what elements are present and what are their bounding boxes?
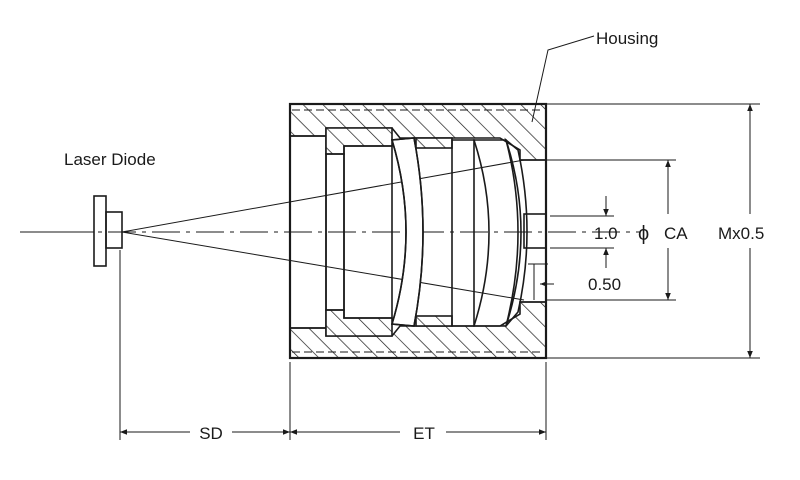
dimension-0-50 (533, 264, 554, 287)
dim-0-50-label: 0.50 (588, 275, 621, 294)
dim-sd-label: SD (199, 424, 223, 443)
laser-diode-label: Laser Diode (64, 150, 156, 169)
extension-lines (119, 103, 760, 440)
dim-1-0-label: 1.0 (594, 224, 618, 243)
housing-body (288, 102, 548, 360)
laser-beam-cone (121, 159, 525, 301)
dim-et-label: ET (413, 424, 435, 443)
dim-ca-label: CA (664, 224, 688, 243)
laser-diode (20, 195, 123, 267)
dim-ca-symbol: ϕ (638, 223, 649, 245)
housing-label: Housing (596, 29, 658, 48)
dim-thread-label: Mx0.5 (718, 224, 764, 243)
housing-leader (531, 35, 595, 123)
lens-elements (390, 137, 528, 327)
